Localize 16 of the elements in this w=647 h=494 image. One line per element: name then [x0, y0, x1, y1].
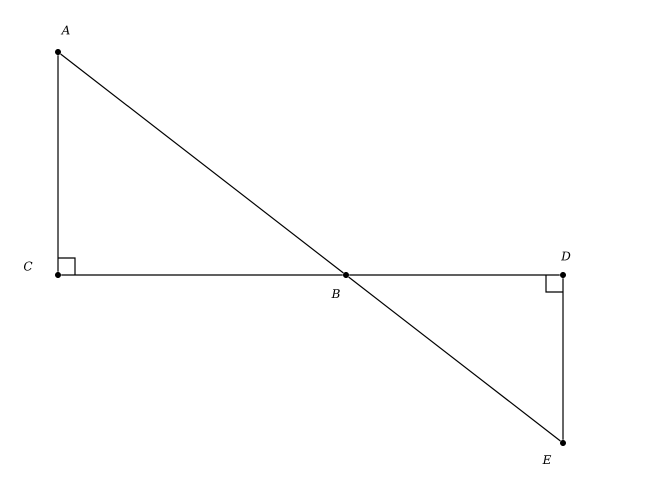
node-label: E [542, 455, 552, 464]
line-segment [60, 54, 344, 274]
point: E [542, 440, 566, 464]
point: D [560, 252, 570, 278]
point: B [331, 272, 349, 298]
line-segment [61, 274, 343, 276]
line-segment [349, 274, 560, 276]
node-label: D [561, 252, 570, 260]
point: C [24, 262, 61, 278]
line-segment [57, 55, 59, 272]
line-segment [562, 278, 564, 440]
node-label: B [331, 289, 340, 298]
node-label: A [60, 26, 70, 34]
line-segment [348, 276, 561, 442]
point: A [55, 26, 70, 55]
node-label: C [24, 262, 32, 271]
